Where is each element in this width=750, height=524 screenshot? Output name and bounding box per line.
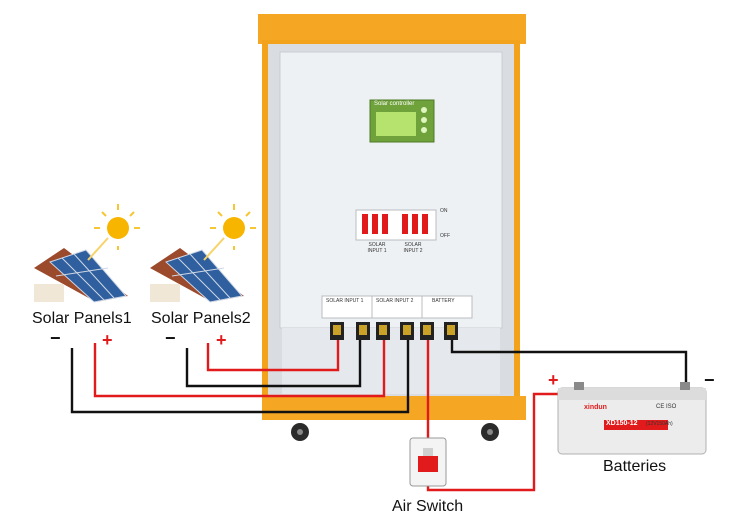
cabinet-top [258, 14, 526, 44]
battery-plus-sign: + [548, 370, 559, 390]
solar-panels-1-label: Solar Panels1 [32, 310, 132, 327]
switch-on-label: ON [440, 208, 448, 214]
terminal-label-2: SOLAR INPUT 2 [376, 298, 414, 304]
switch-off-label: OFF [440, 233, 450, 239]
wire-panel1-positive [93, 340, 386, 398]
sun-icon-1 [87, 204, 140, 261]
breakers-panel [355, 209, 437, 241]
cabinet-base [262, 396, 526, 420]
wire-panel2-negative [185, 340, 362, 388]
batteries-label: Batteries [603, 458, 667, 475]
terminal-label-3: BATTERY [432, 298, 455, 304]
wire-panel2-positive [206, 340, 340, 372]
battery-minus-sign: − [704, 370, 715, 390]
lower-compartment [282, 328, 500, 394]
air-switch-label: Air Switch [392, 498, 464, 515]
terminal-label-strip [321, 295, 473, 319]
panel1-plus-sign: + [102, 330, 113, 350]
panel1-minus-sign: − [50, 328, 61, 348]
air-switch-device [409, 437, 447, 487]
battery-brand: xindun [584, 404, 607, 411]
battery-cert: CE ISO [656, 404, 677, 410]
solar-panel-2 [150, 248, 244, 303]
panel2-plus-sign: + [216, 330, 227, 350]
battery-model: XD150-12 [606, 420, 638, 427]
lcd-title: Solar controller [374, 101, 415, 107]
battery-device [557, 382, 707, 455]
wire-switch-to-battery-positive [426, 392, 578, 492]
breaker-1-label: SOLAR INPUT 1 [367, 242, 387, 254]
breaker-2-label: SOLAR INPUT 2 [403, 242, 423, 254]
terminal-label-1: SOLAR INPUT 1 [326, 298, 364, 304]
sun-icon-2 [203, 204, 256, 261]
terminal-block [330, 322, 458, 340]
wire-battery-negative [450, 340, 688, 390]
battery-spec: (12V150Ah) [646, 421, 673, 427]
panel2-minus-sign: − [165, 328, 176, 348]
solar-panels-2-label: Solar Panels2 [151, 310, 251, 327]
controller-cabinet [258, 14, 526, 441]
solar-panel-1 [34, 248, 128, 303]
front-panel [279, 51, 503, 329]
wires [70, 340, 688, 492]
wire-panel1-negative [70, 340, 410, 414]
